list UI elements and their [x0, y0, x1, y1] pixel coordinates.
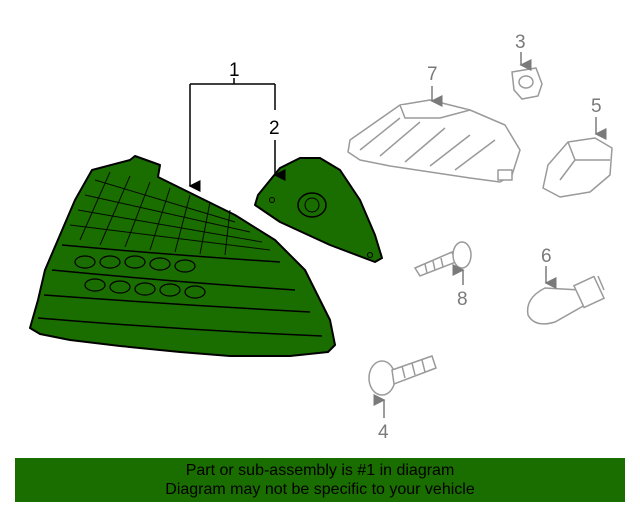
screw-8[interactable]	[413, 241, 472, 277]
bulb[interactable]	[526, 275, 606, 325]
callout-5: 5	[591, 96, 602, 117]
gasket[interactable]	[254, 157, 383, 263]
callout-2: 2	[269, 118, 280, 139]
banner-line-2: Diagram may not be specific to your vehi…	[165, 481, 475, 498]
tail-lamp-assembly[interactable]	[29, 155, 336, 357]
screw-4[interactable]	[368, 355, 437, 396]
diagram-notice-banner: Part or sub-assembly is #1 in diagram Di…	[15, 458, 625, 502]
callout-6: 6	[541, 246, 552, 267]
callout-leaders-gray	[373, 52, 607, 418]
parts-diagram: 1 2 3 7 5 6 8 4	[29, 32, 613, 443]
callout-4: 4	[378, 422, 389, 443]
callout-3: 3	[515, 32, 526, 53]
socket-bracket[interactable]	[347, 99, 521, 183]
callout-leader-1	[188, 78, 276, 192]
callout-7: 7	[427, 64, 438, 85]
callout-1: 1	[229, 60, 240, 81]
callout-8: 8	[457, 289, 468, 310]
nut[interactable]	[511, 67, 543, 100]
bulb-socket[interactable]	[542, 137, 613, 198]
banner-line-1: Part or sub-assembly is #1 in diagram	[185, 462, 455, 479]
